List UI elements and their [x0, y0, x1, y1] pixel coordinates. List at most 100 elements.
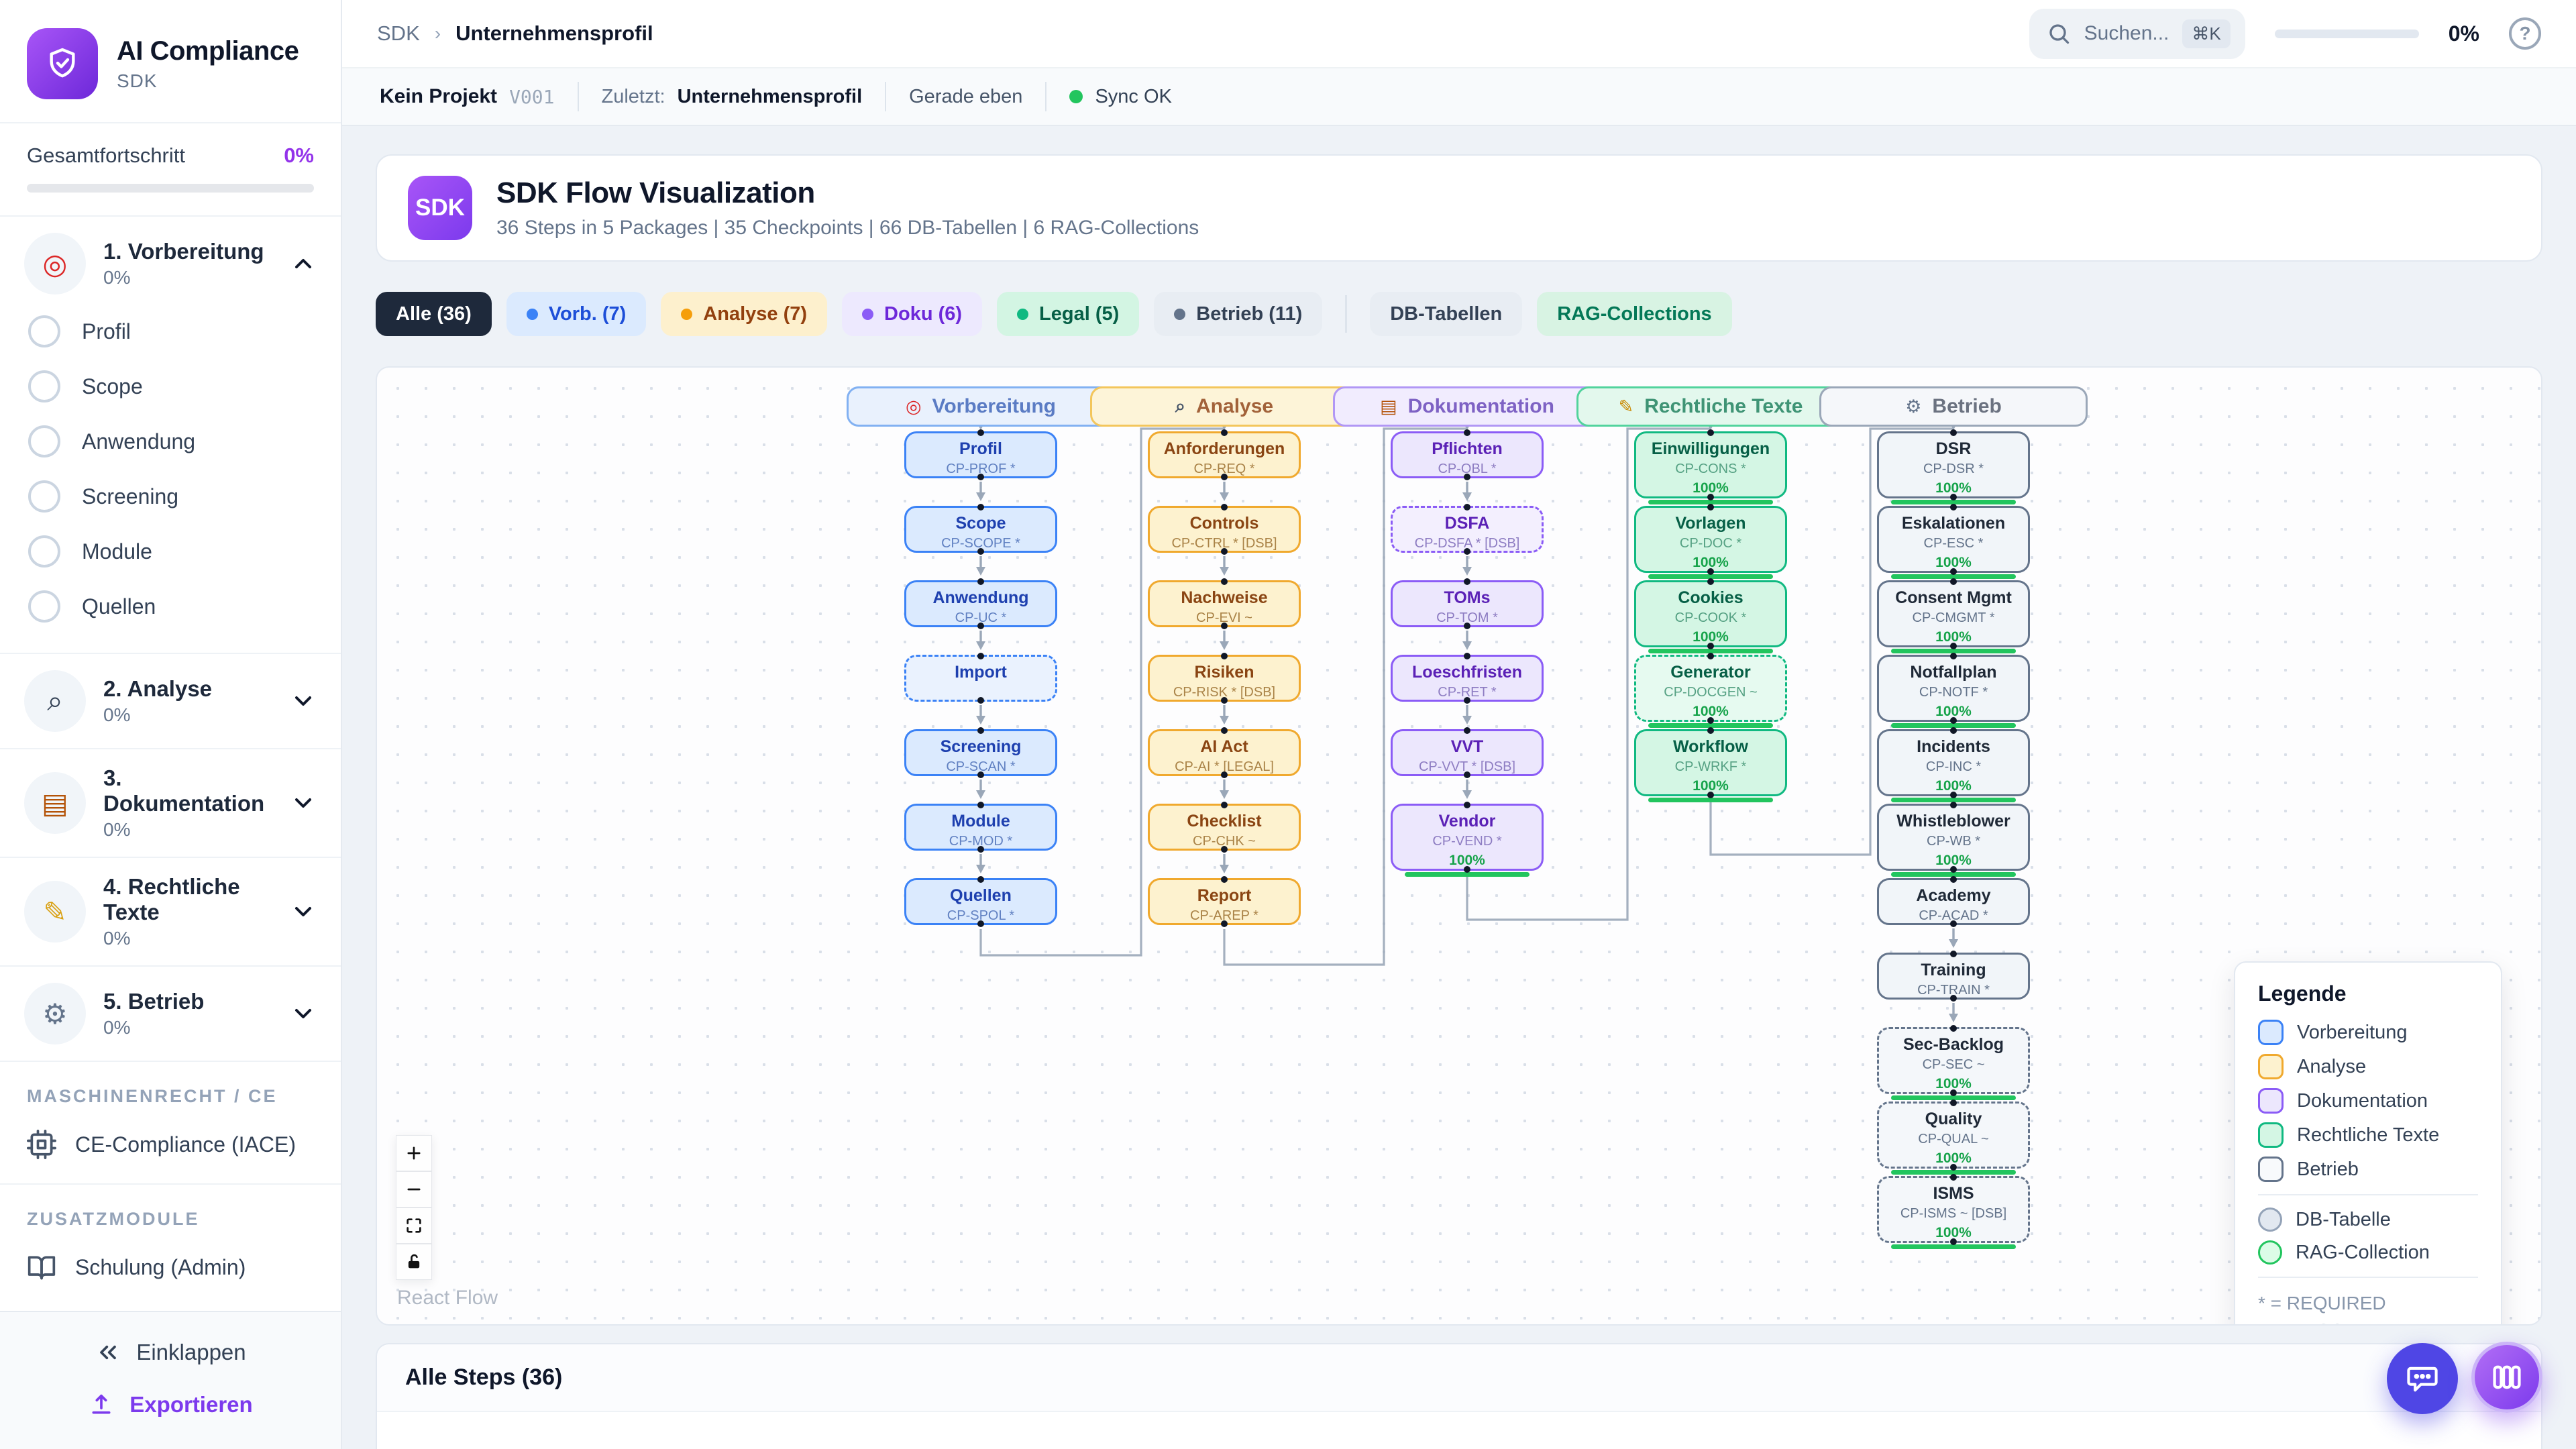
export-button[interactable]: Exportieren	[88, 1391, 253, 1418]
flow-node-progress-bar	[1890, 1244, 2017, 1249]
legend-title: Legende	[2258, 981, 2347, 1006]
package-header-clipboard[interactable]: ▤Dokumentation	[1333, 386, 1601, 427]
sidebar-section-percent: 0%	[103, 704, 131, 725]
filter-chip[interactable]: Doku (6)	[842, 292, 983, 336]
zoom-out-button[interactable]	[396, 1171, 432, 1208]
sidebar-item-cpu[interactable]: CE-Compliance (IACE)	[0, 1116, 341, 1173]
breadcrumb-root[interactable]: SDK	[377, 21, 420, 45]
package-header-magnifier[interactable]: ⌕Analyse	[1090, 386, 1358, 427]
flow-node-code: CP-SPOL *	[947, 908, 1015, 923]
package-header-label: Dokumentation	[1407, 395, 1554, 417]
flow-node-progress: 100%	[1693, 555, 1729, 570]
legend-label: Vorbereitung	[2297, 1021, 2408, 1043]
flow-node-progress-bar	[1890, 872, 2017, 877]
flow-node-import[interactable]: Import	[904, 655, 1057, 702]
step-status-circle	[28, 425, 60, 458]
steps-list-card: Alle Steps (36)	[376, 1343, 2542, 1449]
sidebar-item-quellen[interactable]: Quellen	[28, 579, 317, 634]
flow-node-progress: 100%	[1935, 778, 1972, 794]
cpu-icon	[27, 1130, 56, 1159]
sidebar-item-module[interactable]: Module	[28, 524, 317, 579]
flow-node-label: DSR	[1935, 439, 1972, 458]
zoom-in-button[interactable]	[396, 1135, 432, 1171]
help-icon[interactable]: ?	[2509, 17, 2541, 50]
package-header-gear[interactable]: ⚙Betrieb	[1819, 386, 2088, 427]
sidebar-item-scope[interactable]: Scope	[28, 359, 317, 414]
lock-open-button[interactable]	[396, 1244, 432, 1280]
sidebar-item-book[interactable]: Schulung (Admin)	[0, 1239, 341, 1295]
flow-node-code: CP-QUAL ~	[1918, 1132, 1989, 1146]
search-button[interactable]: Suchen... ⌘K	[2029, 8, 2245, 59]
overall-progress-value: 0%	[284, 144, 314, 167]
flow-node-progress-bar	[1890, 649, 2017, 653]
sidebar-item-screening[interactable]: Screening	[28, 469, 317, 524]
search-shortcut-badge: ⌘K	[2182, 19, 2231, 48]
filter-chip[interactable]: Betrieb (11)	[1154, 292, 1323, 336]
filter-chip[interactable]: DB-Tabellen	[1370, 292, 1523, 336]
legend-circle	[2258, 1208, 2282, 1232]
package-header-target[interactable]: ◎Vorbereitung	[847, 386, 1115, 427]
sidebar-item-anwendung[interactable]: Anwendung	[28, 414, 317, 469]
sidebar-item-user[interactable]: Schulung (Learner)	[0, 1295, 341, 1311]
chat-fab-button[interactable]	[2387, 1343, 2458, 1414]
columns-fab-button[interactable]	[2471, 1342, 2542, 1413]
filter-chip-active[interactable]: Alle (36)	[376, 292, 492, 336]
collapse-sidebar-button[interactable]: Einklappen	[95, 1339, 246, 1366]
flow-node-code: CP-EVI ~	[1196, 610, 1252, 625]
fit-view-button[interactable]	[396, 1208, 432, 1244]
filter-chip[interactable]: RAG-Collections	[1537, 292, 1732, 336]
sidebar-group-header: ZUSATZMODULE	[27, 1209, 200, 1229]
chevron-right-icon: ›	[434, 23, 441, 44]
filter-dot-icon	[862, 308, 874, 320]
sidebar-item-label: Scope	[82, 374, 143, 398]
filter-chip[interactable]: Analyse (7)	[661, 292, 828, 336]
sidebar-item-profil[interactable]: Profil	[28, 304, 317, 359]
filter-chip[interactable]: Legal (5)	[997, 292, 1140, 336]
filter-chip[interactable]: Vorb. (7)	[506, 292, 647, 336]
flow-node-code: CP-INC *	[1925, 759, 1982, 774]
package-header-pencil[interactable]: ✎Rechtliche Texte	[1576, 386, 1845, 427]
